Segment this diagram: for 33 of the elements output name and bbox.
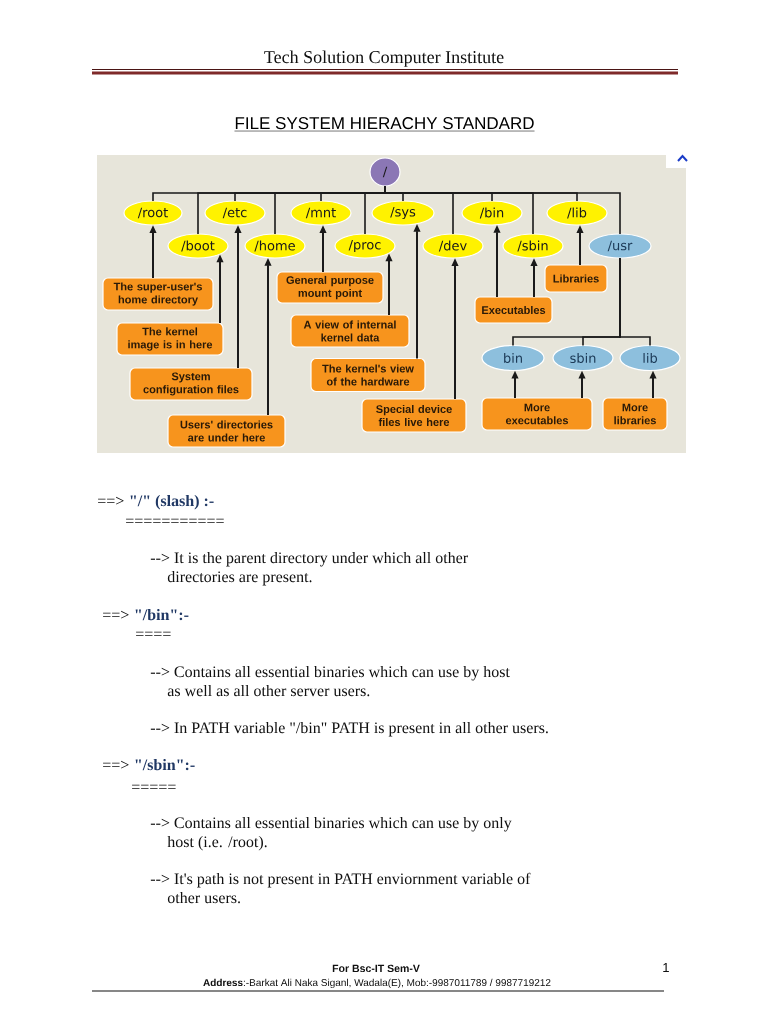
footer-text: For Bsc-IT Sem-V	[332, 964, 420, 973]
callout-box: Users' directories are under here	[167, 414, 286, 448]
bullet-text: --> In PATH variable "/bin" PATH is present in all other users.	[150, 721, 548, 737]
section-heading: "/bin":-	[135, 608, 189, 621]
callout-box: The super-user's home directory	[102, 277, 214, 311]
section-heading: "/" (slash) :-	[130, 494, 214, 510]
callout-box: A view of internal kernel data	[290, 314, 410, 348]
callout-box: General purpose mount point	[276, 271, 384, 304]
heading-underline: ====	[136, 631, 171, 636]
page-title: FILE SYSTEM HIERACHY STANDARD	[234, 117, 535, 132]
bullet-text: --> Contains all essential binaries which can use by only host (i.e. /root).	[150, 816, 512, 851]
callout-box: System configuration files	[129, 367, 253, 401]
bullet-text: --> It is the parent directory under which all other directories are present.	[150, 551, 468, 586]
list-marker: ==>	[103, 610, 129, 619]
list-marker: ==>	[98, 496, 124, 505]
page-number: 1	[663, 963, 669, 972]
connector-line	[619, 257, 651, 347]
callout-box: Special device files live here	[361, 398, 467, 433]
page-header: Tech Solution Computer Institute	[264, 50, 504, 67]
heading-underline: ===========	[126, 518, 224, 523]
callout-box: More libraries	[602, 397, 668, 431]
callout-box: The kernel's view of the hardware	[310, 357, 426, 393]
callout-box: More executables	[481, 397, 593, 431]
list-marker: ==>	[103, 760, 129, 769]
section-heading: "/sbin":-	[135, 758, 195, 771]
heading-underline: =====	[132, 784, 176, 789]
bullet-text: --> It's path is not present in PATH enviornment variable of other users.	[150, 872, 531, 904]
callout-box: Executables	[474, 296, 553, 324]
connector-line	[384, 185, 621, 235]
callout-box: Libraries	[544, 264, 608, 293]
callout-box: The kernel image is in here	[116, 322, 224, 356]
bullet-text: --> Contains all essential binaries which can use by host as well as all other server users.	[150, 665, 510, 697]
address-text: Address:-Barkat Ali Naka Siganl, Wadala(E), Mob:-9987011789 / 9987719212	[203, 978, 551, 989]
